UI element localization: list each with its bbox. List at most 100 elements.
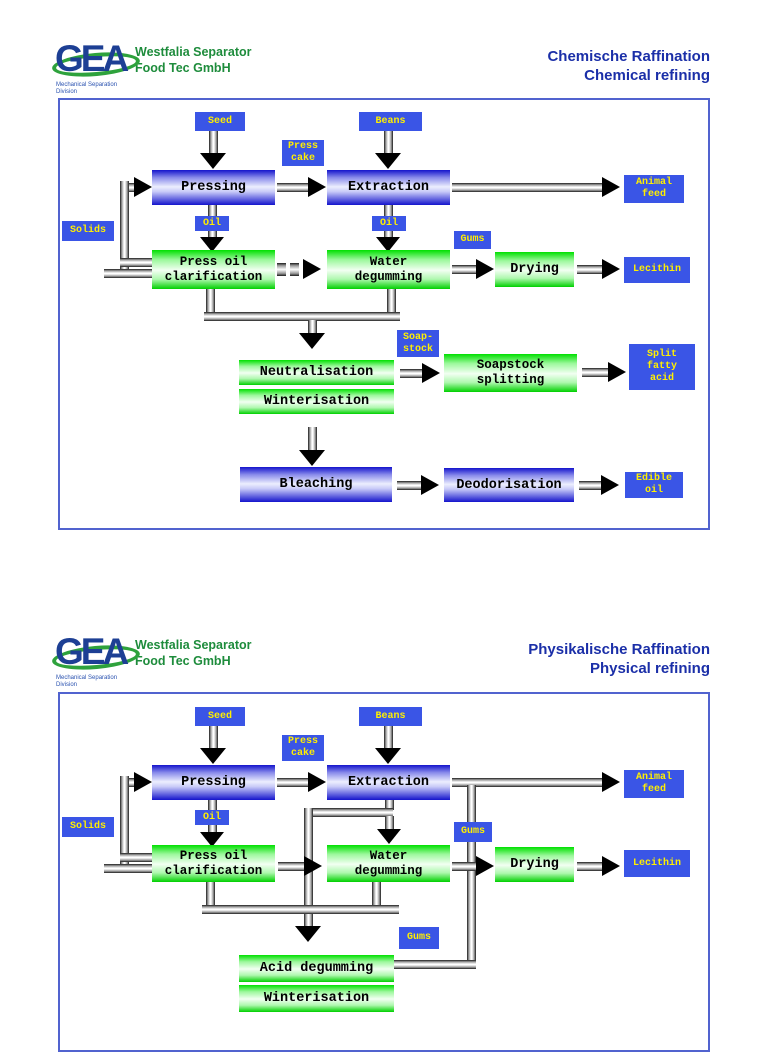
pipe-seed [209,726,218,748]
gums-label-center: Gums [399,927,439,949]
solids-label: Solids [62,817,114,837]
solids-label: Solids [62,221,114,241]
arrowhead-into-bleaching [299,450,325,466]
gums-label: Gums [454,231,491,249]
pipe-solids-vertical [120,181,129,276]
pipe-solids-elbow-lower [104,269,152,278]
arrowhead-into-lecithin [602,259,620,279]
neutralisation-box: Neutralisation [239,360,394,385]
arrowhead-into-soapstock-splitting [422,363,440,383]
pipe-solids-elbow-lower [104,864,152,873]
pipe-solids-elbow-upper [120,853,152,862]
pipe-bleaching-deodorisation [397,481,423,490]
pipe-extraction-animalfeed [452,778,604,787]
pipe-drying-lecithin [577,265,604,274]
arrowhead-into-extraction [308,772,326,792]
pipe-acid-degumming-gums [394,960,476,969]
arrowhead-seed-to-pressing [200,748,226,764]
arrowhead-into-drying [476,259,494,279]
pipe-solids-top [122,778,136,787]
arrowhead-solids-into-pressing [134,772,152,792]
pipe-oil-right-drop [384,231,393,239]
arrowhead-into-degumming [377,829,401,844]
arrowhead-oil-into-clarification [200,832,224,847]
company-line2: Food Tec GmbH [135,61,231,75]
arrowhead-beans-to-extraction [375,748,401,764]
header-chemical: GEA Westfalia Separator Food Tec GmbH Me… [0,40,768,102]
arrowhead-into-degumming-side [304,856,322,876]
seed-label: Seed [195,112,245,131]
pipe-gums-vertical [467,785,476,969]
gea-brand: GEA [55,631,129,672]
pressing-box: Pressing [152,170,275,205]
arrowhead-into-animalfeed [602,772,620,792]
pipe-oil-stub [208,800,217,810]
pipe-oil-left-stub [208,205,217,216]
winterisation-box: Winterisation [239,985,394,1012]
pipe-beans [384,131,393,153]
arrowhead-beans-to-extraction [375,153,401,169]
seed-label: Seed [195,707,245,726]
winterisation-box: Winterisation [239,389,394,414]
gums-label-right: Gums [454,822,492,842]
pipe-neutralisation-soapstock [400,369,424,378]
pipe-clarification-degumming [278,862,306,871]
arrowhead-into-edible-oil [601,475,619,495]
pipe-merge-down [308,320,317,334]
oil-label-right: Oil [372,216,406,231]
acid-degumming-box: Acid degumming [239,955,394,982]
division-name: Mechanical Separation Division [56,675,118,688]
arrowhead-into-split-fatty-acid [608,362,626,382]
oil-label-left: Oil [195,216,229,231]
arrowhead-seed-to-pressing [200,153,226,169]
drying-box: Drying [495,847,574,882]
extraction-box: Extraction [327,170,450,205]
page-title-chemical: Chemische Raffination Chemical refining [547,48,710,85]
bleaching-box: Bleaching [240,467,392,502]
arrowhead-oil-into-clarification [200,237,224,252]
pipe-pressing-extraction [277,183,310,192]
pipe-merge-horizontal [202,905,399,914]
arrowhead-solids-into-pressing [134,177,152,197]
arrowhead-into-neutralisation [299,333,325,349]
pipe-solids-elbow-upper [120,258,152,267]
arrowhead-into-animalfeed [602,177,620,197]
document-page: { "header": { "brand": "GEA", "company_l… [0,39,768,1052]
header-physical: GEA Westfalia Separator Food Tec GmbH Me… [0,633,768,695]
arrowhead-into-extraction [308,177,326,197]
soapstock-label: Soap-stock [397,330,439,357]
lecithin-label: Lecithin [624,850,690,877]
pipe-oil-left-drop [208,231,217,239]
pipe-winterisation-bleaching [308,427,317,450]
pipe-pressing-extraction [277,778,310,787]
pipe-clarification-down [206,289,215,316]
beans-label: Beans [359,707,422,726]
arrowhead-oil-into-degumming [376,237,400,252]
title-en: Chemical refining [584,66,710,84]
pipe-drying-lecithin [577,862,604,871]
title-de: Chemische Raffination [547,48,710,65]
pipe-oil-right-stub [384,205,393,216]
pipe-bypass-horizontal [304,808,393,817]
pipe-extraction-animalfeed [452,183,604,192]
pipe-degumming-down [372,882,381,909]
company-line1: Westfalia Separator [135,45,252,59]
beans-label: Beans [359,112,422,131]
lecithin-label: Lecithin [624,257,690,283]
arrowhead-into-drying [476,856,494,876]
arrowhead-into-acid-degumming [295,926,321,942]
pipe-merge-horizontal [204,312,400,321]
extraction-box: Extraction [327,765,450,800]
dashed-pipe-segment [290,263,299,276]
pipe-deodorisation-edibleoil [579,481,603,490]
